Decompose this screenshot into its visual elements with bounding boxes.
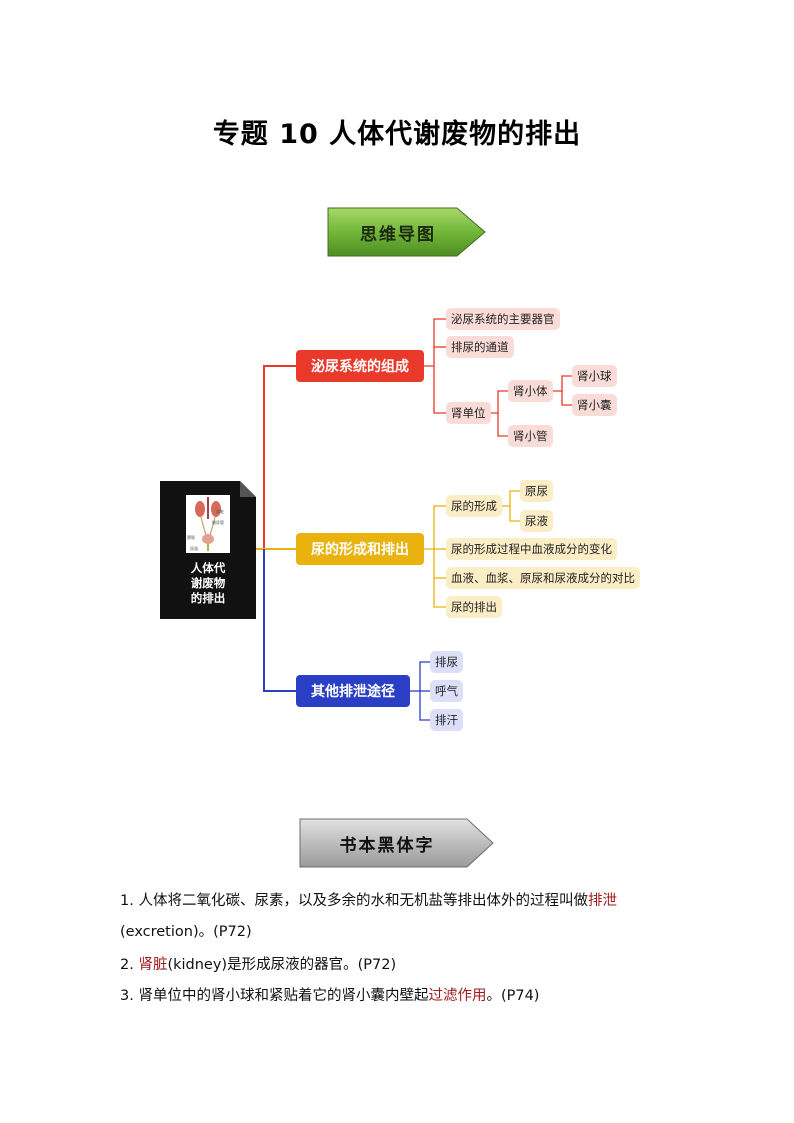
leaf-nephron: 肾单位 bbox=[446, 402, 491, 424]
leaf-urination: 尿的排出 bbox=[446, 596, 502, 618]
branch-urinary-system: 泌尿系统的组成 bbox=[296, 350, 424, 382]
mindmap-root: 肾脏 输尿管 膀胱 尿道 人体代 谢废物 的排出 bbox=[160, 481, 256, 619]
p2-text-tail: (kidney)是形成尿液的器官。(P72) bbox=[167, 957, 397, 973]
leaf-blood-change: 尿的形成过程中血液成分的变化 bbox=[446, 538, 617, 560]
leaf-urine: 尿液 bbox=[520, 510, 553, 532]
leaf-urine-passage: 排尿的通道 bbox=[446, 336, 514, 358]
leaf-renal-tubule: 肾小管 bbox=[508, 425, 553, 447]
leaf-exhale: 呼气 bbox=[430, 680, 463, 702]
mindmap-banner: 思维导图 bbox=[327, 207, 487, 257]
p2-highlight: 肾脏 bbox=[138, 957, 168, 973]
thumb-label-kidney: 肾脏 bbox=[216, 509, 224, 514]
textbook-banner: 书本黑体字 bbox=[299, 818, 495, 868]
thumb-label-urethra: 尿道 bbox=[190, 546, 198, 551]
textbook-banner-label: 书本黑体字 bbox=[339, 835, 435, 856]
mindmap-connectors bbox=[256, 318, 572, 721]
paragraph-3: 3. 肾单位中的肾小球和紧贴着它的肾小囊内壁起过滤作用。(P74) bbox=[120, 985, 539, 1007]
root-label-line-1: 人体代 bbox=[190, 561, 226, 575]
leaf-renal-corpuscle: 肾小体 bbox=[508, 380, 553, 402]
banner-arrow-shape bbox=[327, 207, 486, 257]
thumb-label-ureter: 输尿管 bbox=[212, 520, 224, 525]
urinary-system-illustration bbox=[195, 497, 221, 551]
branch-urine-formation: 尿的形成和排出 bbox=[296, 533, 424, 565]
root-label-line-3: 的排出 bbox=[190, 591, 226, 605]
leaf-excrete-urine: 排尿 bbox=[430, 651, 463, 673]
thumb-label-bladder: 膀胱 bbox=[187, 535, 195, 540]
leaf-sweat: 排汗 bbox=[430, 709, 463, 731]
branch-other-excretion: 其他排泄途径 bbox=[296, 675, 410, 707]
paragraph-2: 2. 肾脏(kidney)是形成尿液的器官。(P72) bbox=[120, 954, 396, 976]
p3-text: 3. 肾单位中的肾小球和紧贴着它的肾小囊内壁起 bbox=[120, 988, 429, 1004]
p1-text: 1. 人体将二氧化碳、尿素，以及多余的水和无机盐等排出体外的过程叫做 bbox=[120, 893, 588, 909]
banner-arrow-shape bbox=[299, 818, 494, 868]
p1-text-tail: (excretion)。(P72) bbox=[120, 924, 252, 940]
leaf-urine-formation: 尿的形成 bbox=[446, 495, 502, 517]
page-title: 专题 10 人体代谢废物的排出 bbox=[212, 119, 582, 150]
root-label-line-2: 谢废物 bbox=[190, 576, 226, 590]
p2-text: 2. bbox=[120, 957, 139, 973]
leaf-primary-urine: 原尿 bbox=[520, 480, 553, 502]
p3-text-tail: 。(P74) bbox=[486, 988, 540, 1004]
leaf-bowmans-capsule: 肾小囊 bbox=[572, 394, 617, 416]
leaf-main-organ: 泌尿系统的主要器官 bbox=[446, 308, 560, 330]
root-label: 人体代 谢废物 的排出 bbox=[160, 561, 256, 606]
p1-highlight: 排泄 bbox=[587, 893, 617, 909]
leaf-composition-compare: 血液、血浆、原尿和尿液成分的对比 bbox=[446, 567, 640, 589]
paragraph-1: 1. 人体将二氧化碳、尿素，以及多余的水和无机盐等排出体外的过程叫做排泄 (ex… bbox=[120, 890, 694, 952]
p3-highlight: 过滤作用 bbox=[428, 988, 487, 1004]
urinary-system-thumbnail: 肾脏 输尿管 膀胱 尿道 bbox=[186, 495, 230, 553]
leaf-glomerulus: 肾小球 bbox=[572, 365, 617, 387]
mindmap-banner-label: 思维导图 bbox=[360, 224, 436, 245]
